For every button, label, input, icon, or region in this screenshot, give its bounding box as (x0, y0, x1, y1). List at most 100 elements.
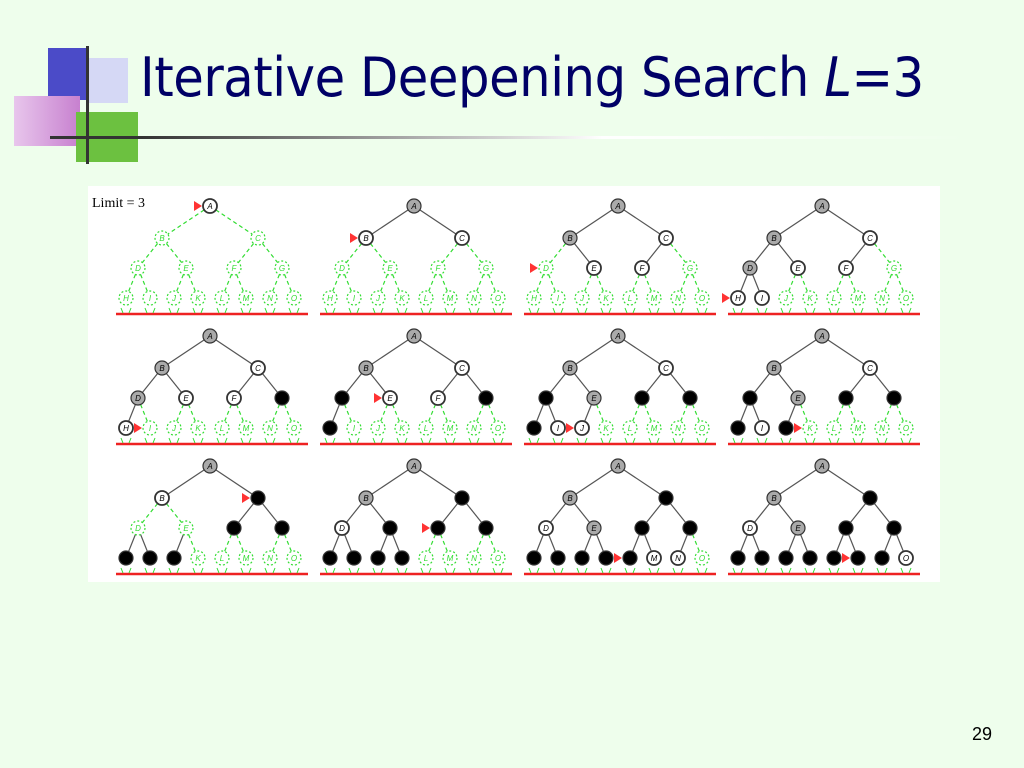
leaf-tick (168, 307, 180, 314)
leaf-tick (288, 437, 300, 444)
tree-node-label: I (149, 294, 152, 303)
tree-node-label: L (220, 424, 224, 433)
tree-node-label: D (747, 524, 753, 533)
tree-edge (425, 527, 439, 559)
tree-edge (281, 527, 295, 559)
tree-node-label: E (387, 394, 393, 403)
tree-node-m (850, 290, 866, 306)
tree-node-n (466, 420, 482, 436)
tree-edge (185, 397, 199, 429)
leaf-tick (900, 307, 912, 314)
tree-node-label: E (795, 394, 801, 403)
tree-node-h (118, 550, 134, 566)
tree-node-n (262, 550, 278, 566)
tree-node-label: I (149, 424, 152, 433)
tree-node-e (586, 520, 602, 536)
tree-node-n (466, 550, 482, 566)
tree-edge (893, 267, 907, 299)
tree-edge (281, 397, 295, 429)
tree-node-label: O (699, 554, 705, 563)
current-node-pointer (194, 201, 202, 211)
tree-edge (689, 267, 703, 299)
tree-edge (173, 397, 187, 429)
tree-edge (437, 397, 451, 429)
tree-node-o (694, 290, 710, 306)
tree-node-j (778, 420, 794, 436)
leaf-tick (192, 567, 204, 574)
leaf-tick (264, 567, 276, 574)
leaf-tick (528, 307, 540, 314)
tree-node-label: L (220, 554, 224, 563)
tree-node-b (562, 230, 578, 246)
tree-node-e (790, 260, 806, 276)
tree-node-k (802, 420, 818, 436)
tree-node-g (478, 260, 494, 276)
tree-edge (569, 465, 619, 499)
tree-node-i (550, 420, 566, 436)
tree-node-g (682, 520, 698, 536)
tree-node-f (430, 520, 446, 536)
tree-node-d (538, 260, 554, 276)
tree-node-l (622, 550, 638, 566)
tree-node-label: K (603, 294, 609, 303)
tree-node-f (226, 260, 242, 276)
leaf-tick (324, 567, 336, 574)
tree-edge (821, 335, 871, 369)
tree-node-a (202, 198, 218, 214)
tree-node-label: D (543, 264, 549, 273)
tree-node-label: J (171, 294, 177, 303)
tree-edge (365, 465, 415, 499)
tree-node-label: K (807, 294, 813, 303)
tree-edge (161, 205, 211, 239)
tree-node-label: O (903, 294, 909, 303)
tree-node-label: I (353, 294, 356, 303)
tree-node-label: M (651, 554, 658, 563)
tree-edge (821, 465, 871, 499)
tree-node-label: B (567, 494, 573, 503)
leaf-tick (852, 307, 864, 314)
tree-node-label: O (291, 294, 297, 303)
tree-node-b (562, 490, 578, 506)
tree-node-i (142, 420, 158, 436)
tree-edge (773, 335, 823, 369)
tree-edge (641, 397, 655, 429)
tree-edge (641, 267, 655, 299)
leaf-tick (876, 437, 888, 444)
tree-node-label: I (557, 294, 560, 303)
leaf-tick (396, 567, 408, 574)
tree-node-i (142, 290, 158, 306)
tree-node-label: B (567, 234, 573, 243)
tree-node-f (634, 520, 650, 536)
leaf-tick (852, 437, 864, 444)
tree-node-b (358, 490, 374, 506)
tree-node-d (130, 390, 146, 406)
tree-node-c (250, 490, 266, 506)
tree-node-label: K (399, 294, 405, 303)
tree-node-n (874, 420, 890, 436)
tree-node-j (166, 420, 182, 436)
tree-node-e (586, 260, 602, 276)
leaf-tick (756, 437, 768, 444)
tree-node-n (466, 290, 482, 306)
tree-node-o (286, 420, 302, 436)
tree-node-label: G (891, 264, 897, 273)
tree-node-label: C (663, 234, 669, 243)
tree-node-label: J (579, 424, 585, 433)
tree-node-label: B (363, 494, 369, 503)
tree-node-label: J (375, 294, 381, 303)
tree-node-g (478, 520, 494, 536)
tree-node-e (178, 260, 194, 276)
tree-edge (473, 527, 487, 559)
tree-node-d (334, 390, 350, 406)
tree-node-label: L (424, 554, 428, 563)
tree-node-label: D (339, 264, 345, 273)
tree-node-label: D (135, 264, 141, 273)
leaf-tick (372, 437, 384, 444)
tree-node-label: O (903, 424, 909, 433)
tree-node-a (406, 458, 422, 474)
tree-node-n (670, 290, 686, 306)
tree-node-label: N (675, 554, 681, 563)
